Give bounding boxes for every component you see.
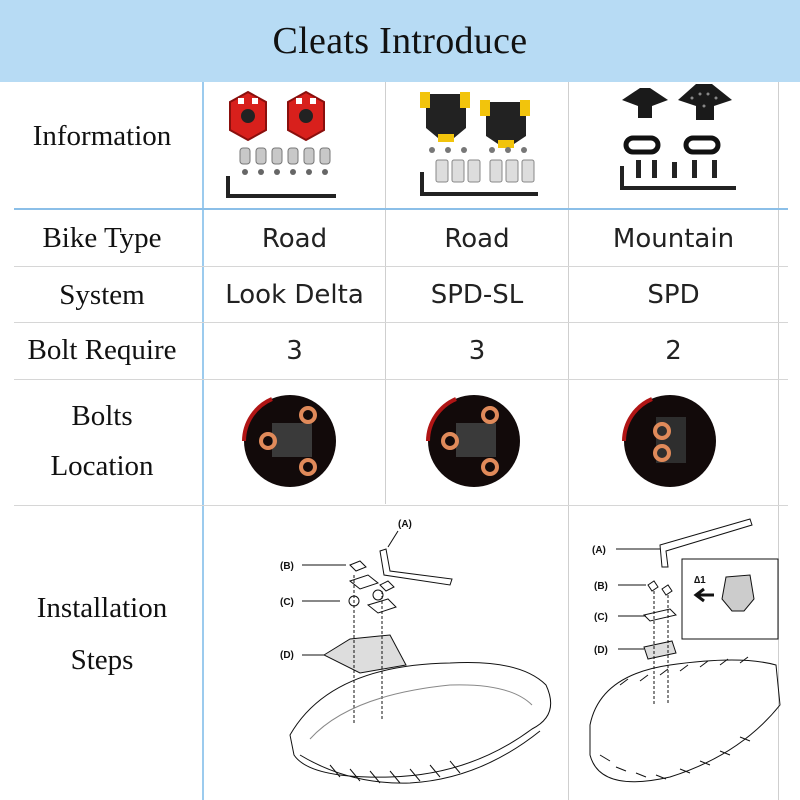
system-spd: SPD	[647, 280, 700, 310]
row-label-bike-type: Bike Type	[42, 222, 162, 254]
system-look: Look Delta	[225, 280, 364, 310]
system-spdsl: SPD-SL	[430, 280, 524, 310]
column-divider	[568, 82, 569, 800]
row-label-information: Information	[32, 120, 172, 152]
diagram-label-b: (B)	[280, 561, 294, 572]
look-cleat-icon	[229, 90, 267, 142]
bolts-spdsl: 3	[468, 336, 486, 366]
column-divider	[385, 82, 386, 504]
bolts-spd: 2	[665, 336, 682, 366]
road-installation-diagram: (A) (B) (C) (D)	[280, 519, 552, 784]
bolt-location-spdsl	[426, 395, 520, 487]
spd-cleat-icon	[622, 88, 668, 118]
bike-type-spdsl: Road	[444, 224, 510, 254]
allen-key-icon	[226, 176, 336, 198]
spdsl-cleat-kit-image	[420, 92, 538, 196]
bike-type-spd: Mountain	[612, 224, 735, 254]
look-cleat-kit-image	[226, 90, 336, 198]
bolt-location-look	[242, 395, 336, 487]
row-divider	[14, 379, 788, 380]
row-label-installation: Installation	[36, 592, 168, 624]
spd-cleat-icon	[678, 84, 732, 120]
row-label-installation: Steps	[70, 644, 134, 676]
column-divider	[202, 82, 204, 800]
row-divider	[14, 266, 788, 267]
bolts-look: 3	[286, 336, 303, 366]
allen-key-icon	[420, 172, 538, 196]
row-label-bolts-location: Location	[50, 450, 154, 482]
bike-type-look: Road	[261, 224, 328, 254]
row-divider	[14, 505, 788, 506]
diagram-label-b: (B)	[594, 581, 608, 592]
look-cleat-icon	[287, 90, 325, 142]
row-label-bolt-require: Bolt Require	[27, 334, 177, 366]
bolt-location-spd	[622, 395, 716, 487]
diagram-note: ∆1	[694, 575, 706, 586]
diagram-label-a: (A)	[398, 519, 412, 530]
allen-key-icon	[620, 166, 736, 190]
spd-cleat-kit-image	[620, 84, 736, 190]
row-divider	[14, 208, 788, 210]
spdsl-cleat-icon	[480, 100, 530, 148]
mountain-installation-diagram: (A) (B) (C) (D) ∆1	[589, 518, 781, 783]
row-divider	[14, 322, 788, 323]
diagram-label-c: (C)	[280, 597, 294, 608]
page-title: Cleats Introduce	[272, 20, 528, 62]
diagram-label-d: (D)	[594, 645, 608, 656]
title-banner: Cleats Introduce	[0, 0, 800, 82]
diagram-label-a: (A)	[592, 545, 606, 556]
row-label-bolts-location: Bolts	[71, 400, 133, 432]
diagram-label-d: (D)	[280, 650, 294, 661]
spdsl-cleat-icon	[420, 92, 470, 142]
diagram-label-c: (C)	[594, 612, 608, 623]
row-label-system: System	[59, 279, 145, 311]
arrow-left-icon	[693, 587, 714, 603]
column-divider	[778, 82, 779, 800]
spd-cleat-diagram-icon	[721, 574, 755, 612]
